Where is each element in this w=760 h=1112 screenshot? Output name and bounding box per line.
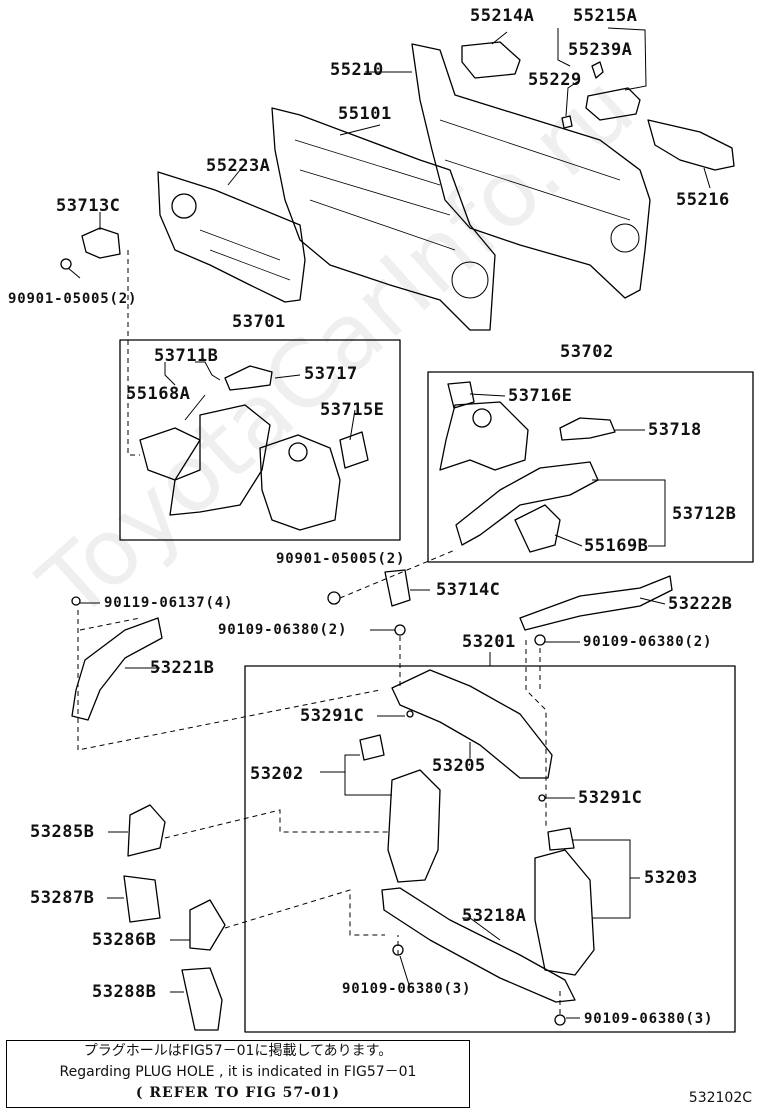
label-53711B: 53711B [154, 346, 219, 366]
part-53285B-shape [127, 804, 166, 857]
label-55169B: 55169B [584, 536, 649, 556]
label-53717: 53717 [304, 364, 358, 384]
label-53713C: 53713C [56, 196, 121, 216]
label-90109-06380-a: 90109-06380(2) [218, 622, 348, 638]
part-53202-bracket [359, 734, 385, 761]
group-box-53701 [119, 339, 401, 541]
note-line-english: Regarding PLUG HOLE , it is indicated in… [59, 1064, 417, 1080]
part-55239A-shape [591, 61, 604, 79]
label-53712B: 53712B [672, 504, 737, 524]
label-55168A: 55168A [126, 384, 191, 404]
part-55223A-shape [157, 171, 306, 303]
label-55214A: 55214A [470, 6, 535, 26]
label-53715E: 53715E [320, 400, 385, 420]
label-55239A: 55239A [568, 40, 633, 60]
part-53221B-shape [71, 617, 163, 721]
label-53701: 53701 [232, 312, 286, 332]
diagram-id: 532102C [688, 1090, 752, 1106]
part-55216-shape [647, 119, 735, 171]
part-55229-shape [561, 115, 573, 129]
label-55223A: 55223A [206, 156, 271, 176]
part-53218A-shape [381, 887, 576, 1003]
part-53713C-shape [81, 227, 121, 259]
label-55101: 55101 [338, 104, 392, 124]
label-53291C-a: 53291C [300, 706, 365, 726]
label-53291C-b: 53291C [578, 788, 643, 808]
part-53205-shape [391, 669, 553, 779]
part-53718-shape [559, 417, 616, 441]
part-apron-53702 [439, 401, 529, 471]
label-53202: 53202 [250, 764, 304, 784]
label-55215A: 55215A [573, 6, 638, 26]
label-53287B: 53287B [30, 888, 95, 908]
part-53712B-shape [455, 461, 599, 546]
part-apron-53701 [259, 434, 341, 531]
part-53717-shape [224, 365, 273, 391]
part-55214A-shape [461, 41, 521, 79]
part-55168A-shape [139, 427, 201, 481]
plug-hole-note: プラグホールはFIG57－01に掲載してあります。 Regarding PLUG… [6, 1040, 470, 1108]
label-90901-05005-mid: 90901-05005(2) [276, 551, 406, 567]
label-53716E: 53716E [508, 386, 573, 406]
label-55216: 55216 [676, 190, 730, 210]
part-53286B-shape [189, 899, 226, 951]
part-53287B-shape [123, 875, 161, 923]
label-53286B: 53286B [92, 930, 157, 950]
label-53714C: 53714C [436, 580, 501, 600]
note-reference: ( REFER TO FIG 57-01) [135, 1085, 341, 1101]
label-90109-06380-d: 90109-06380(3) [584, 1011, 714, 1027]
part-53711B-shape [169, 404, 271, 516]
part-55210-shape [411, 43, 651, 299]
part-53202-shape [387, 769, 441, 883]
part-53203-shape [534, 849, 595, 976]
label-53205: 53205 [432, 756, 486, 776]
label-55229: 55229 [528, 70, 582, 90]
label-90109-06380-b: 90109-06380(2) [583, 634, 713, 650]
label-53718: 53718 [648, 420, 702, 440]
label-90109-06380-c: 90109-06380(3) [342, 981, 472, 997]
label-53218A: 53218A [462, 906, 527, 926]
label-53288B: 53288B [92, 982, 157, 1002]
part-55101-shape [271, 107, 496, 331]
label-90119-06137: 90119-06137(4) [104, 595, 234, 611]
part-55223A-hole [171, 193, 197, 219]
part-53715E-shape [339, 431, 369, 469]
group-box-53702 [427, 371, 754, 563]
part-55215A-shape [585, 87, 641, 121]
label-55210: 55210 [330, 60, 384, 80]
part-53716E-shape [447, 381, 475, 409]
part-53288B-shape [181, 967, 223, 1031]
part-53714C-shape [384, 569, 411, 607]
label-53222B: 53222B [668, 594, 733, 614]
label-90901-05005-top: 90901-05005(2) [8, 291, 138, 307]
label-53203: 53203 [644, 868, 698, 888]
label-53221B: 53221B [150, 658, 215, 678]
part-53222B-shape [519, 575, 673, 631]
part-55169B-shape [514, 504, 561, 553]
part-53203-bracket [547, 827, 575, 851]
label-53702: 53702 [560, 342, 614, 362]
label-53285B: 53285B [30, 822, 95, 842]
note-line-japanese: プラグホールはFIG57－01に掲載してあります。 [83, 1043, 393, 1059]
label-53201: 53201 [462, 632, 516, 652]
